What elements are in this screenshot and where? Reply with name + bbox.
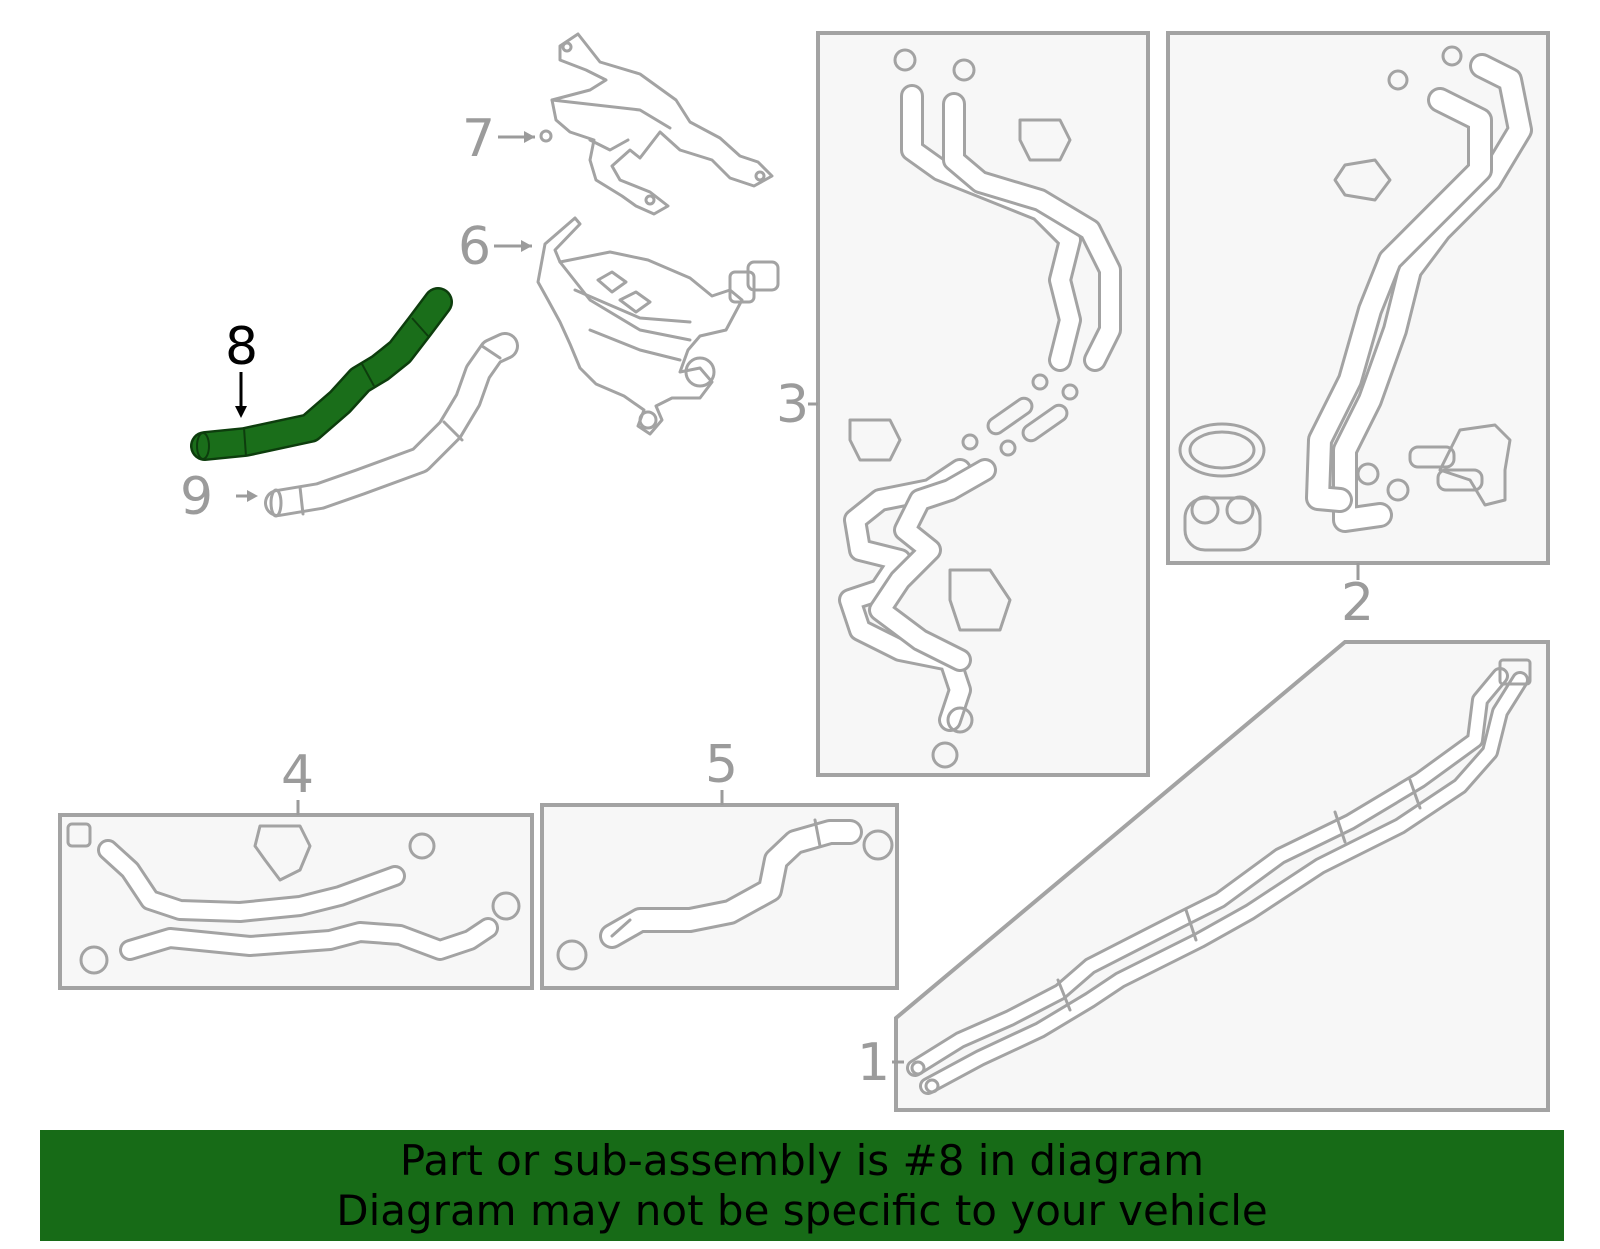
callout-6: 6	[458, 217, 491, 277]
part-8-hose-highlighted	[190, 287, 453, 461]
part-6-heater-unit	[536, 216, 780, 436]
callout-8: 8	[225, 317, 258, 377]
callout-7: 7	[462, 109, 495, 169]
part-3-hose-set	[838, 48, 1122, 769]
notice-banner: Part or sub-assembly is #8 in diagram Di…	[40, 1130, 1564, 1241]
callout-4: 4	[281, 745, 314, 805]
banner-line-1: Part or sub-assembly is #8 in diagram	[399, 1136, 1205, 1185]
callout-leaders	[235, 131, 1360, 1064]
callout-3: 3	[776, 375, 809, 435]
part-2-pipe-set	[1178, 45, 1533, 552]
callout-2: 2	[1341, 573, 1374, 633]
part-4-hose-set	[66, 822, 521, 975]
part-3-box	[816, 31, 1150, 777]
banner-line-2: Diagram may not be specific to your vehi…	[336, 1186, 1268, 1235]
callout-1: 1	[857, 1033, 890, 1093]
part-1-pipe-assembly	[906, 658, 1532, 1095]
part-7-bracket	[539, 32, 774, 216]
callout-9: 9	[180, 467, 213, 527]
part-9-hose	[264, 332, 519, 518]
callout-5: 5	[705, 735, 738, 795]
part-5-hose	[556, 818, 894, 971]
